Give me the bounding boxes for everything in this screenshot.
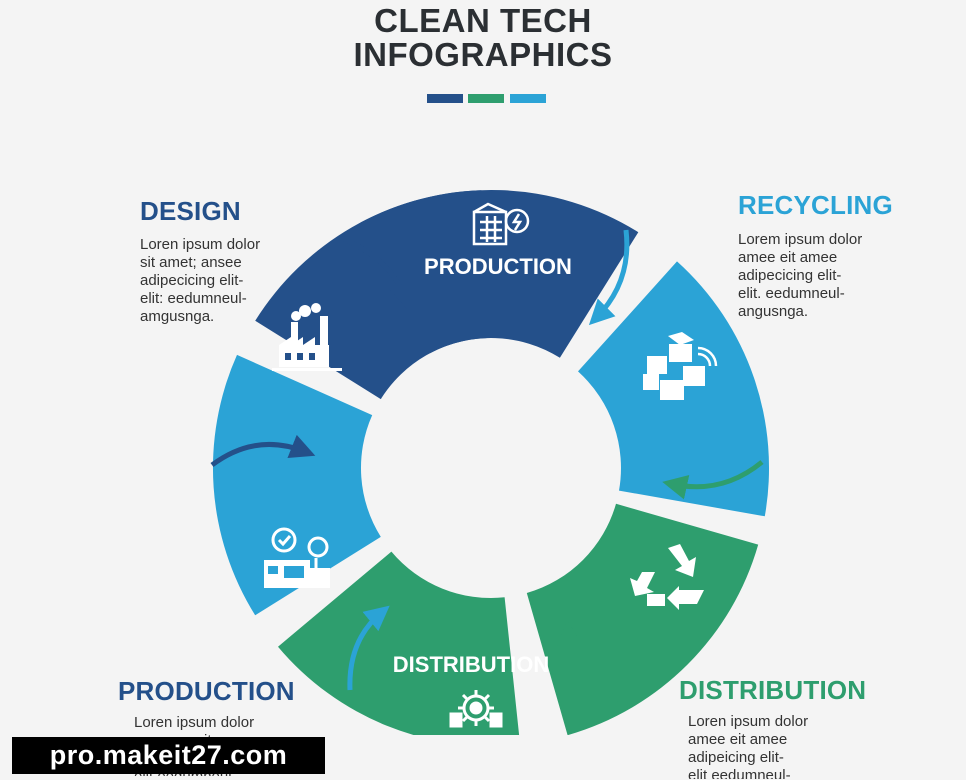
connector-arrow-distribution-up	[556, 620, 622, 703]
callout-heading-design: DESIGN	[140, 196, 241, 226]
callout-heading-recycling: RECYCLING	[738, 190, 893, 220]
connector-arrow-recycling-to-cycle	[662, 460, 764, 500]
cycle-segments	[212, 189, 770, 735]
segment-production-left	[212, 354, 381, 616]
recycle-arrows-icon	[630, 544, 704, 610]
callout-text-recycling: Lorem ipsum dolor amee eit amee adipecic…	[738, 231, 863, 320]
factory-chimneys-icon	[272, 303, 342, 371]
watermark-banner: pro.makeit27.com	[12, 737, 325, 774]
gear-network-icon	[449, 690, 503, 728]
page-title-line2: INFOGRAPHICS	[353, 36, 613, 73]
accent-bar-green	[468, 94, 504, 103]
connector-arrow-left-to-design	[210, 434, 316, 468]
segment-distribution	[278, 551, 520, 735]
callout-text-distribution: Loren ipsum dolor amee eit amee adipeici…	[688, 713, 809, 779]
recycling-cubes-icon	[643, 332, 718, 400]
page-title-line1: CLEAN TECH	[374, 2, 592, 39]
callout-heading-distribution: DISTRIBUTION	[679, 675, 867, 705]
clean-tech-cycle-diagram: PRODUCTION DISTRIBUTION	[210, 189, 770, 735]
callout-heading-production: PRODUCTION	[118, 676, 295, 706]
accent-bar-blue	[427, 94, 463, 103]
segment-label-distribution: DISTRIBUTION	[393, 652, 549, 677]
connector-arrow-production-to-distribution	[347, 605, 390, 691]
callout-text-design: Loren ipsum dolor sit amet; ansee adipec…	[140, 236, 261, 325]
factory-solar-panel-icon	[472, 202, 530, 246]
accent-bar-cyan	[510, 94, 546, 103]
ev-charging-station-icon	[264, 527, 330, 588]
segment-label-production: PRODUCTION	[424, 254, 572, 279]
connector-arrow-production-to-recycling	[588, 229, 630, 326]
connector-arrow-design-to-production	[340, 235, 414, 310]
